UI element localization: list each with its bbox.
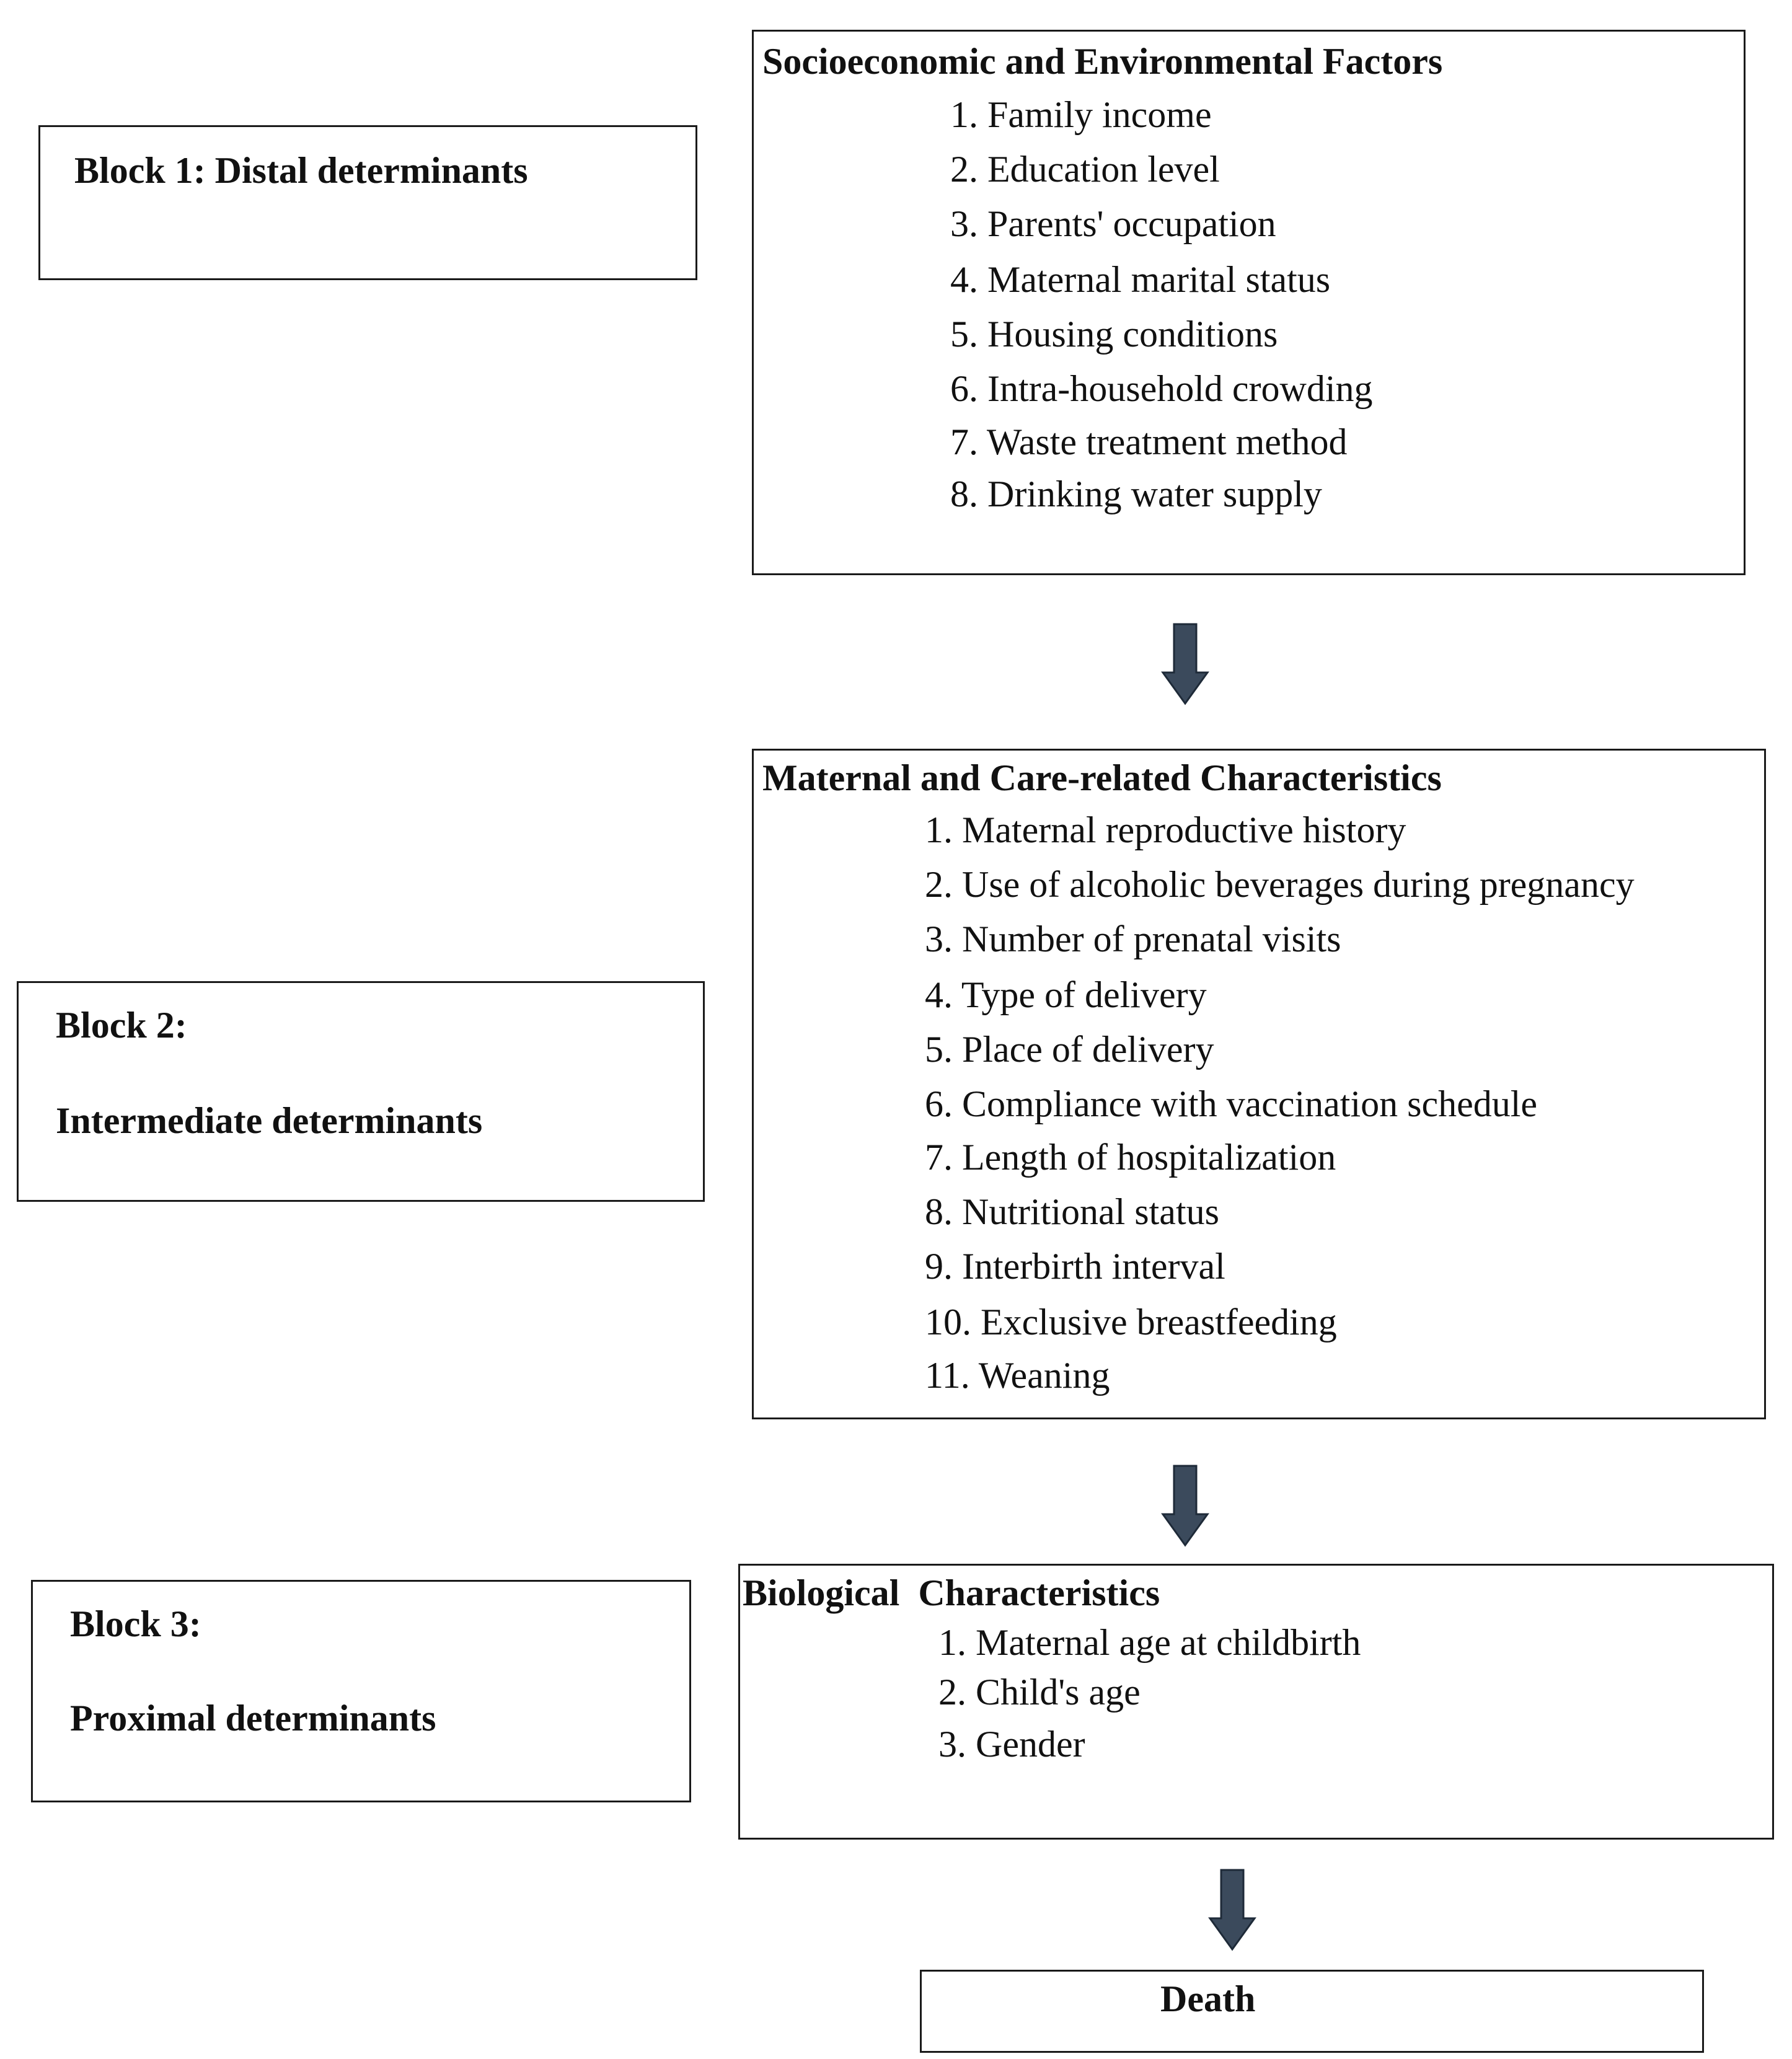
block-3-sublabel: Proximal determinants	[70, 1698, 436, 1739]
list-item: 1. Family income	[950, 94, 1212, 135]
block-2-box: Block 2: Intermediate determinants	[17, 981, 705, 1202]
maternal-care-title: Maternal and Care-related Characteristic…	[762, 757, 1442, 798]
biological-characteristics-box: Biological Characteristics 1. Maternal a…	[738, 1564, 1774, 1840]
list-item: 3. Gender	[938, 1724, 1085, 1765]
list-item: 6. Intra-household crowding	[950, 368, 1373, 409]
list-item: 11. Weaning	[925, 1355, 1110, 1396]
block-1-label: Block 1: Distal determinants	[74, 150, 528, 191]
list-item: 3. Number of prenatal visits	[925, 919, 1341, 959]
arrow-down-icon	[1161, 1465, 1209, 1547]
list-item: 8. Drinking water supply	[950, 474, 1322, 514]
block-3-label: Block 3:	[70, 1603, 201, 1644]
list-item: 1. Maternal reproductive history	[925, 809, 1406, 850]
death-outcome-label: Death	[1160, 1978, 1256, 2019]
list-item: 9. Interbirth interval	[925, 1246, 1225, 1287]
list-item: 5. Housing conditions	[950, 314, 1278, 355]
list-item: 3. Parents' occupation	[950, 203, 1276, 244]
list-item: 7. Waste treatment method	[950, 421, 1348, 462]
list-item: 4. Maternal marital status	[950, 259, 1331, 300]
block-3-box: Block 3: Proximal determinants	[31, 1580, 691, 1802]
list-item: 2. Education level	[950, 149, 1220, 190]
socioeconomic-factors-box: Socioeconomic and Environmental Factors …	[752, 30, 1746, 575]
list-item: 5. Place of delivery	[925, 1029, 1214, 1070]
list-item: 6. Compliance with vaccination schedule	[925, 1083, 1538, 1124]
maternal-care-box: Maternal and Care-related Characteristic…	[752, 749, 1766, 1419]
list-item: 10. Exclusive breastfeeding	[925, 1302, 1337, 1343]
list-item: 4. Type of delivery	[925, 974, 1207, 1015]
list-item: 1. Maternal age at childbirth	[938, 1622, 1361, 1663]
block-2-sublabel: Intermediate determinants	[56, 1100, 483, 1141]
block-1-box: Block 1: Distal determinants	[38, 125, 697, 280]
block-2-label: Block 2:	[56, 1005, 187, 1046]
list-item: 2. Use of alcoholic beverages during pre…	[925, 864, 1635, 905]
arrow-down-icon	[1161, 623, 1209, 705]
death-outcome-box: Death	[920, 1970, 1704, 2053]
list-item: 7. Length of hospitalization	[925, 1137, 1336, 1178]
list-item: 8. Nutritional status	[925, 1191, 1219, 1232]
arrow-down-icon	[1208, 1869, 1256, 1951]
biological-characteristics-title: Biological Characteristics	[743, 1572, 1160, 1613]
list-item: 2. Child's age	[938, 1672, 1141, 1713]
socioeconomic-factors-title: Socioeconomic and Environmental Factors	[762, 41, 1443, 82]
